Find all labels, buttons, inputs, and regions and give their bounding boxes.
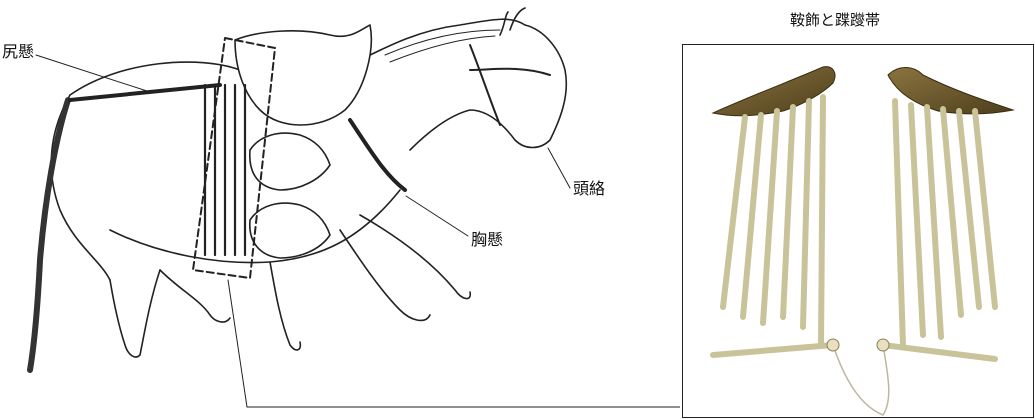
artifact-photo: [683, 45, 1035, 419]
hanging-straps: [205, 85, 245, 255]
front-leg-right: [360, 215, 470, 299]
label-breastplate: 胸懸: [471, 232, 503, 248]
horse-mane: [385, 30, 500, 62]
left-pendant-straps: [723, 97, 823, 345]
bridle-straps: [470, 45, 550, 125]
breastplate-strap: [350, 120, 405, 190]
horse-ears: [500, 8, 525, 35]
horse-tail: [30, 100, 68, 370]
belt-bars: [713, 345, 995, 359]
front-leg-center: [270, 262, 300, 350]
saddle-flap-ornament-lower: [250, 203, 330, 258]
leader-bridle: [548, 148, 570, 188]
connecting-cord: [833, 345, 889, 415]
bead-right: [877, 339, 889, 351]
horse-line-drawing: [0, 0, 680, 419]
saddle: [235, 25, 371, 125]
label-crupper: 尻懸: [2, 44, 34, 60]
leader-breastplate: [406, 196, 468, 236]
front-leg-left: [340, 230, 430, 320]
artifact-photo-frame: [682, 44, 1034, 418]
connector-to-photo: [228, 280, 680, 407]
right-pendant-straps: [895, 101, 995, 345]
leader-crupper: [36, 55, 150, 92]
hind-leg-right: [160, 270, 230, 322]
bead-left: [827, 339, 839, 351]
crupper-strap: [70, 85, 220, 100]
label-bridle: 頭絡: [573, 181, 605, 197]
right-ornament-plate: [888, 68, 1013, 114]
photo-title: 鞍飾と蹀躞帯: [790, 13, 880, 28]
hind-leg-left: [110, 270, 160, 357]
horse-head-outline: [410, 25, 566, 150]
left-ornament-plate: [713, 67, 835, 116]
